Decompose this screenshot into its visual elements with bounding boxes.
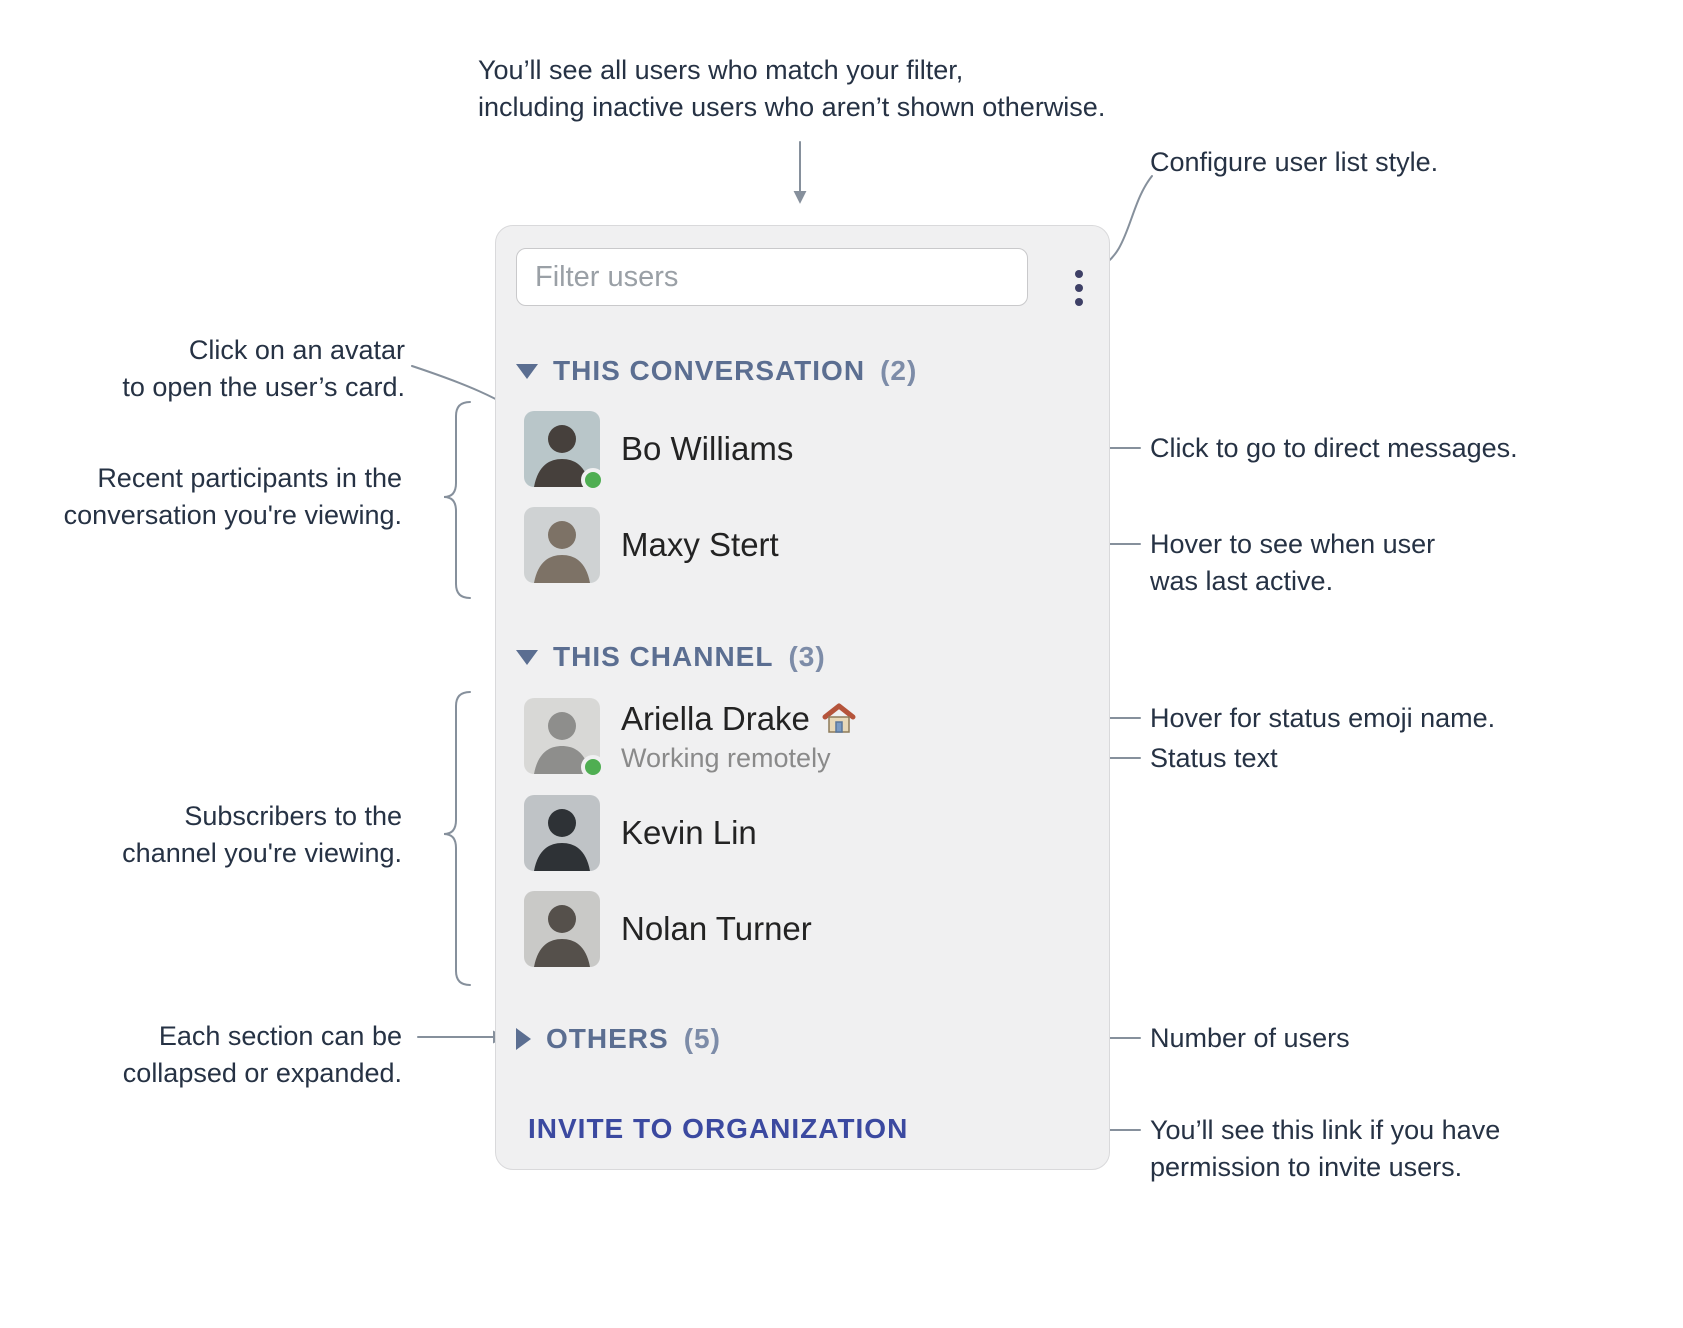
section-label: THIS CONVERSATION [553,355,866,386]
user-name[interactable]: Kevin Lin [621,814,757,851]
user-meta: Ariella Drake Working remotely [621,698,856,774]
section-this-conversation[interactable]: THIS CONVERSATION (2) [516,354,917,388]
avatar[interactable] [524,507,600,583]
avatar[interactable] [524,698,605,779]
avatar-image [524,507,600,583]
chevron-down-icon [516,649,538,665]
user-list-style-menu-icon[interactable] [1064,259,1094,317]
status-text: Working remotely [621,743,831,773]
annotation-emoji-note: Hover for status emoji name. [1150,703,1496,733]
brace-participants [443,401,471,599]
user-name[interactable]: Maxy Stert [621,526,779,563]
section-this-channel[interactable]: THIS CHANNEL (3) [516,640,826,674]
section-count: (5) [683,1023,721,1054]
user-name[interactable]: Nolan Turner [621,910,812,947]
annotation-subscribers-note: Subscribers to the channel you're viewin… [122,801,402,868]
avatar-image [524,891,600,967]
avatar[interactable] [524,891,600,967]
user-row-bo-williams[interactable]: Bo Williams [524,410,794,492]
section-others[interactable]: OTHERS (5) [516,1022,721,1056]
avatar[interactable] [524,411,605,492]
filter-users-input[interactable] [516,248,1028,306]
annotation-status-note: Status text [1150,743,1278,773]
online-status-dot [581,468,605,492]
avatar-image [524,795,600,871]
user-row-kevin-lin[interactable]: Kevin Lin [524,794,757,872]
annotation-count-note: Number of users [1150,1023,1350,1053]
user-name[interactable]: Bo Williams [621,430,794,467]
chevron-right-icon [516,1028,531,1050]
annotation-invite-note: You’ll see this link if you have permiss… [1150,1115,1501,1182]
annotation-configure-note: Configure user list style. [1150,147,1439,177]
annotation-collapse-note: Each section can be collapsed or expande… [122,1021,402,1088]
user-list-panel: THIS CONVERSATION (2) Bo Williams Maxy S… [495,225,1110,1170]
user-row-maxy-stert[interactable]: Maxy Stert [524,506,779,584]
brace-subscribers [443,691,471,986]
section-count: (2) [880,355,918,386]
chevron-down-icon [516,363,538,379]
annotation-dm-note: Click to go to direct messages. [1150,433,1518,463]
annotation-participants-note: Recent participants in the conversation … [63,463,402,530]
user-row-ariella-drake[interactable]: Ariella Drake Working remotely [524,698,856,779]
annotation-avatar-note: Click on an avatar to open the user’s ca… [122,335,405,402]
annotation-filter-note: You’ll see all users who match your filt… [478,55,1106,122]
house-status-emoji-icon[interactable] [822,703,856,735]
section-label: THIS CHANNEL [553,641,774,672]
section-label: OTHERS [546,1023,669,1054]
user-name[interactable]: Ariella Drake [621,700,810,737]
annotation-last-active-note: Hover to see when user was last active. [1150,529,1436,596]
invite-to-organization-link[interactable]: INVITE TO ORGANIZATION [528,1113,909,1144]
section-count: (3) [788,641,826,672]
user-row-nolan-turner[interactable]: Nolan Turner [524,890,812,968]
online-status-dot [581,755,605,779]
avatar[interactable] [524,795,600,871]
